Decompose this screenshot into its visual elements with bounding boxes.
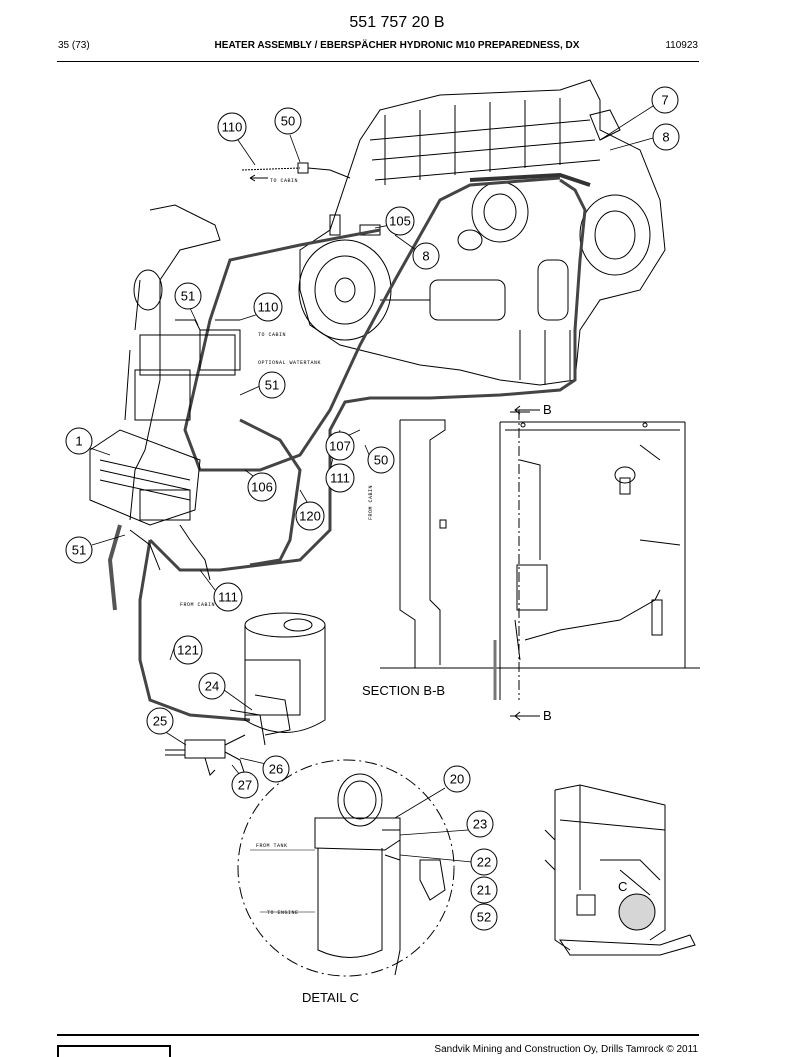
- section-marker-b-bottom: B: [543, 708, 552, 723]
- callout-120: 120: [295, 501, 325, 531]
- svg-text:8: 8: [422, 249, 429, 264]
- callout-21: 21: [470, 876, 498, 904]
- from-tank-label: FROM TANK: [256, 843, 288, 849]
- view-labels: SECTION B-B DETAIL C B B C: [302, 402, 627, 1005]
- svg-text:50: 50: [374, 453, 388, 468]
- callout-50a: 50: [274, 107, 302, 135]
- callout-51c: 51: [65, 536, 93, 564]
- svg-text:51: 51: [72, 543, 86, 558]
- callout-8a: 8: [652, 123, 680, 151]
- callout-27: 27: [231, 771, 259, 799]
- callout-7: 7: [651, 86, 679, 114]
- callout-51b: 51: [258, 371, 286, 399]
- iso-frame-view: [544, 784, 696, 956]
- callout-51a: 51: [174, 282, 202, 310]
- heater-unit: [89, 429, 211, 611]
- svg-text:25: 25: [153, 714, 167, 729]
- svg-text:51: 51: [265, 378, 279, 393]
- fuel-pump: [165, 734, 246, 776]
- to-cabin-label-1: TO CABIN: [270, 178, 298, 184]
- detail-c-view: [237, 759, 455, 977]
- footer-copyright: Sandvik Mining and Construction Oy, Dril…: [434, 1044, 698, 1055]
- svg-text:26: 26: [269, 762, 283, 777]
- callout-24: 24: [198, 672, 226, 700]
- callout-22: 22: [470, 848, 498, 876]
- section-arrows: [514, 405, 540, 721]
- fuel-filter: [229, 612, 326, 746]
- document-code: 110923: [665, 40, 698, 51]
- callout-8b: 8: [412, 242, 440, 270]
- svg-text:8: 8: [662, 130, 669, 145]
- drawing-annotations: TO CABIN TO CABIN OPTIONAL WATERTANK FRO…: [180, 178, 374, 916]
- heater-frame: [124, 204, 241, 521]
- leader-lines: [89, 105, 654, 863]
- optional-watertank-label: OPTIONAL WATERTANK: [258, 360, 321, 366]
- svg-text:23: 23: [473, 817, 487, 832]
- detail-marker-c: C: [618, 879, 627, 894]
- callout-121: 121: [173, 635, 203, 665]
- header-rule: [57, 61, 699, 62]
- page-indicator: 35 (73): [58, 40, 90, 51]
- svg-text:52: 52: [477, 910, 491, 925]
- to-engine-label: TO ENGINE: [267, 910, 299, 916]
- from-cabin-label-1: FROM CABIN: [368, 485, 374, 520]
- svg-text:111: 111: [330, 471, 350, 486]
- callout-52: 52: [470, 903, 498, 931]
- callout-26: 26: [262, 755, 290, 783]
- cabin-pipe: [241, 162, 351, 182]
- svg-text:110: 110: [258, 300, 279, 315]
- svg-text:1: 1: [75, 434, 82, 449]
- svg-text:7: 7: [661, 93, 668, 108]
- callout-107: 107: [325, 431, 355, 461]
- svg-text:120: 120: [299, 509, 321, 524]
- from-cabin-label-2: FROM CABIN: [180, 602, 215, 608]
- callout-25: 25: [146, 707, 174, 735]
- callout-50b: 50: [367, 446, 395, 474]
- to-cabin-label-2: TO CABIN: [258, 332, 286, 338]
- svg-text:111: 111: [218, 590, 238, 605]
- svg-text:51: 51: [181, 289, 195, 304]
- svg-text:22: 22: [477, 855, 491, 870]
- svg-text:110: 110: [222, 120, 243, 135]
- svg-text:50: 50: [281, 114, 295, 129]
- document-title: HEATER ASSEMBLY / EBERSPÄCHER HYDRONIC M…: [214, 40, 580, 51]
- callout-111b: 111: [213, 582, 243, 612]
- svg-text:21: 21: [477, 883, 491, 898]
- callout-105: 105: [385, 206, 415, 236]
- callout-110a: 110: [217, 112, 247, 142]
- engine-illustration: [298, 79, 666, 386]
- svg-text:106: 106: [251, 480, 273, 495]
- svg-text:20: 20: [450, 772, 464, 787]
- callout-106: 106: [247, 472, 277, 502]
- section-b-b-view: [380, 410, 700, 717]
- svg-text:121: 121: [177, 643, 199, 658]
- document-number: 551 757 20 B: [349, 14, 445, 31]
- section-marker-b-top: B: [543, 402, 552, 417]
- callout-110b: 110: [253, 292, 283, 322]
- svg-text:107: 107: [329, 439, 351, 454]
- svg-text:27: 27: [238, 778, 252, 793]
- callout-bubbles: 7 8 110 50 105 8 51 110 51 1 107 50 111 …: [65, 86, 680, 931]
- footer-rule: [57, 1034, 699, 1036]
- detail-c-label: DETAIL C: [302, 990, 359, 1005]
- callout-23: 23: [466, 810, 494, 838]
- hose-lines: [138, 176, 587, 722]
- sandvik-logo: [57, 1045, 171, 1057]
- svg-text:105: 105: [389, 214, 411, 229]
- callout-20: 20: [443, 765, 471, 793]
- callout-1: 1: [65, 427, 93, 455]
- callout-111a: 111: [325, 463, 355, 493]
- section-b-b-label: SECTION B-B: [362, 683, 445, 698]
- svg-text:24: 24: [205, 679, 219, 694]
